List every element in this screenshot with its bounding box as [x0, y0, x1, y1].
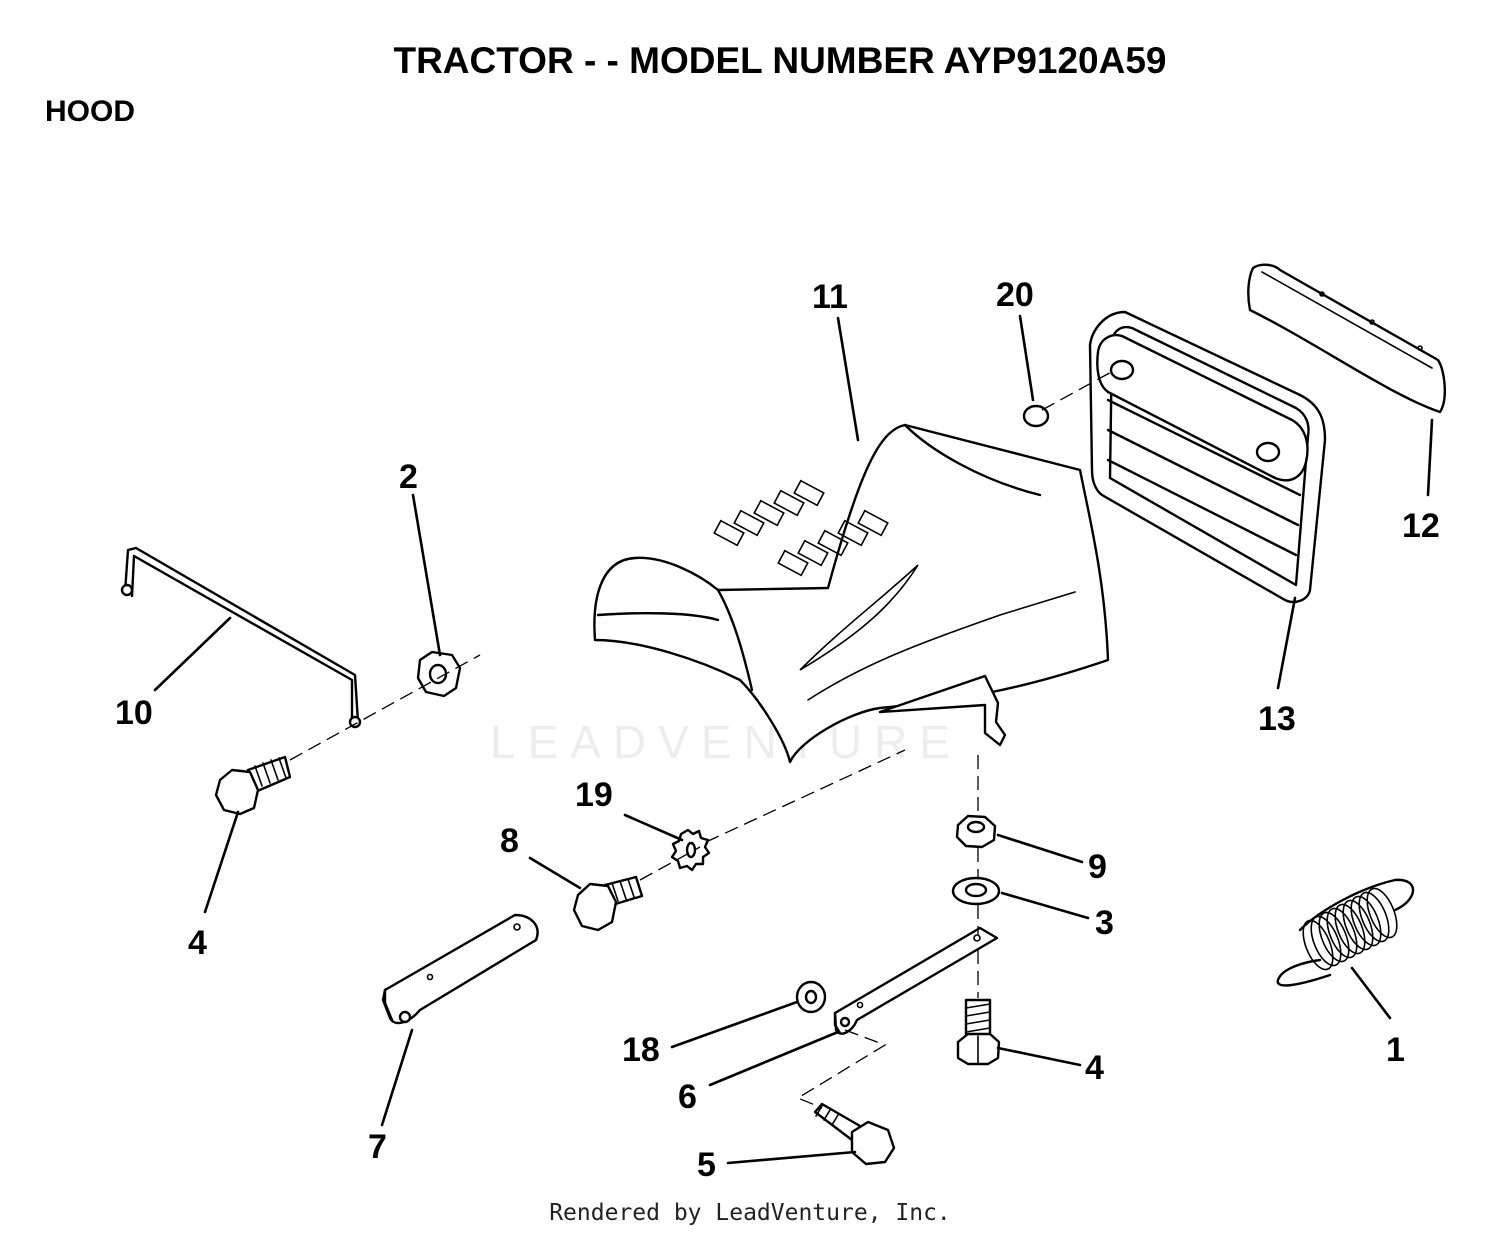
part-plug[interactable]: [1022, 404, 1050, 428]
part-spring[interactable]: [1276, 878, 1415, 987]
callout-2: 2: [399, 458, 418, 496]
part-bolt-lower[interactable]: [956, 998, 1001, 1066]
callout-9: 9: [1088, 848, 1107, 886]
section-title: HOOD: [45, 95, 135, 128]
spring-coils: [1302, 887, 1398, 971]
callout-numbers: 11 20 2 12 13 10 19 8 9 3 4 1 18 4 6 7 5: [115, 276, 1440, 1184]
callout-12: 12: [1402, 507, 1440, 545]
part-grille-panel[interactable]: [1247, 263, 1446, 414]
part-star-washer[interactable]: [670, 828, 711, 872]
part-flange-bolt[interactable]: [572, 875, 644, 932]
callout-4-lower: 4: [1085, 1049, 1104, 1087]
part-bracket-left[interactable]: [381, 913, 539, 1025]
callout-1: 1: [1386, 1031, 1405, 1069]
watermark: LEADVENTURE: [490, 716, 962, 768]
part-bracket-right[interactable]: [833, 926, 999, 1035]
callout-11: 11: [812, 278, 848, 316]
callout-5: 5: [697, 1146, 716, 1184]
part-hood[interactable]: [593, 423, 1110, 764]
footer-credit: Rendered by LeadVenture, Inc.: [549, 1200, 951, 1226]
assembly-lines: [289, 369, 1116, 1109]
callout-4-upper: 4: [188, 924, 207, 962]
callout-8: 8: [500, 822, 519, 860]
part-grille[interactable]: [1088, 310, 1327, 604]
part-bolt-upper[interactable]: [214, 755, 292, 816]
leader-lines: [153, 314, 1434, 1165]
part-shoulder-bolt[interactable]: [813, 1102, 896, 1166]
part-nut-right[interactable]: [955, 814, 997, 849]
part-washer[interactable]: [951, 876, 1001, 906]
callout-19: 19: [575, 776, 613, 814]
part-nut[interactable]: [416, 650, 462, 698]
callout-18: 18: [622, 1031, 660, 1069]
part-rod[interactable]: [120, 546, 362, 729]
callout-6: 6: [678, 1078, 697, 1116]
part-washer-small[interactable]: [795, 980, 827, 1014]
callout-3: 3: [1095, 904, 1114, 942]
callout-13: 13: [1258, 700, 1296, 738]
page-title: TRACTOR - - MODEL NUMBER AYP9120A59: [393, 40, 1167, 81]
callout-20: 20: [996, 276, 1034, 314]
hood-vents: [713, 479, 889, 577]
callout-10: 10: [115, 694, 153, 732]
callout-7: 7: [368, 1128, 387, 1166]
